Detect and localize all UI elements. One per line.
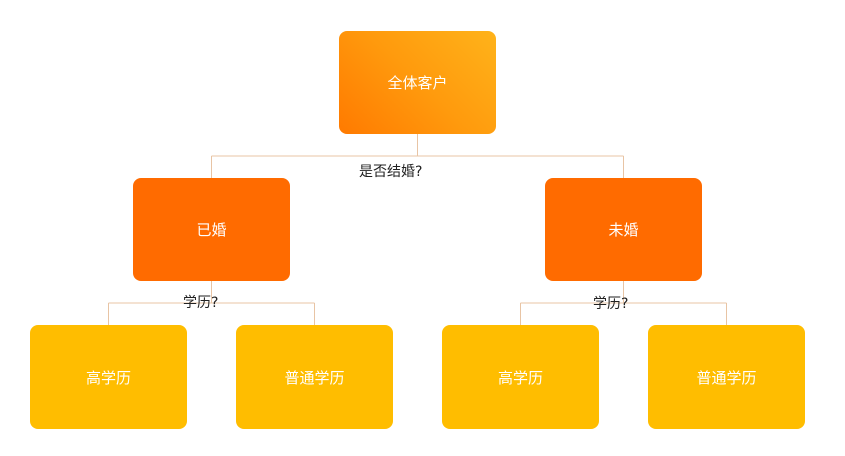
node-unmarried[interactable]: 未婚 [545, 178, 702, 281]
node-married-regular-education[interactable]: 普通学历 [236, 325, 393, 429]
node-married-high-education-label: 高学历 [85, 368, 131, 387]
node-unmarried-regular-education[interactable]: 普通学历 [648, 325, 805, 429]
question-married: 是否结婚? [359, 164, 423, 180]
node-married-label: 已婚 [196, 221, 227, 239]
node-all-customers-label: 全体客户 [387, 74, 448, 92]
node-unmarried-high-education-label: 高学历 [497, 368, 543, 387]
node-all-customers[interactable]: 全体客户 [339, 31, 496, 134]
question-education-married: 学历? [183, 295, 219, 311]
node-unmarried-high-education[interactable]: 高学历 [442, 325, 599, 429]
question-education-unmarried: 学历? [593, 296, 629, 312]
node-married[interactable]: 已婚 [133, 178, 290, 281]
node-married-regular-education-label: 普通学历 [284, 368, 345, 387]
node-unmarried-regular-education-label: 普通学历 [696, 368, 757, 387]
node-unmarried-label: 未婚 [608, 221, 639, 239]
node-married-high-education[interactable]: 高学历 [30, 325, 187, 429]
